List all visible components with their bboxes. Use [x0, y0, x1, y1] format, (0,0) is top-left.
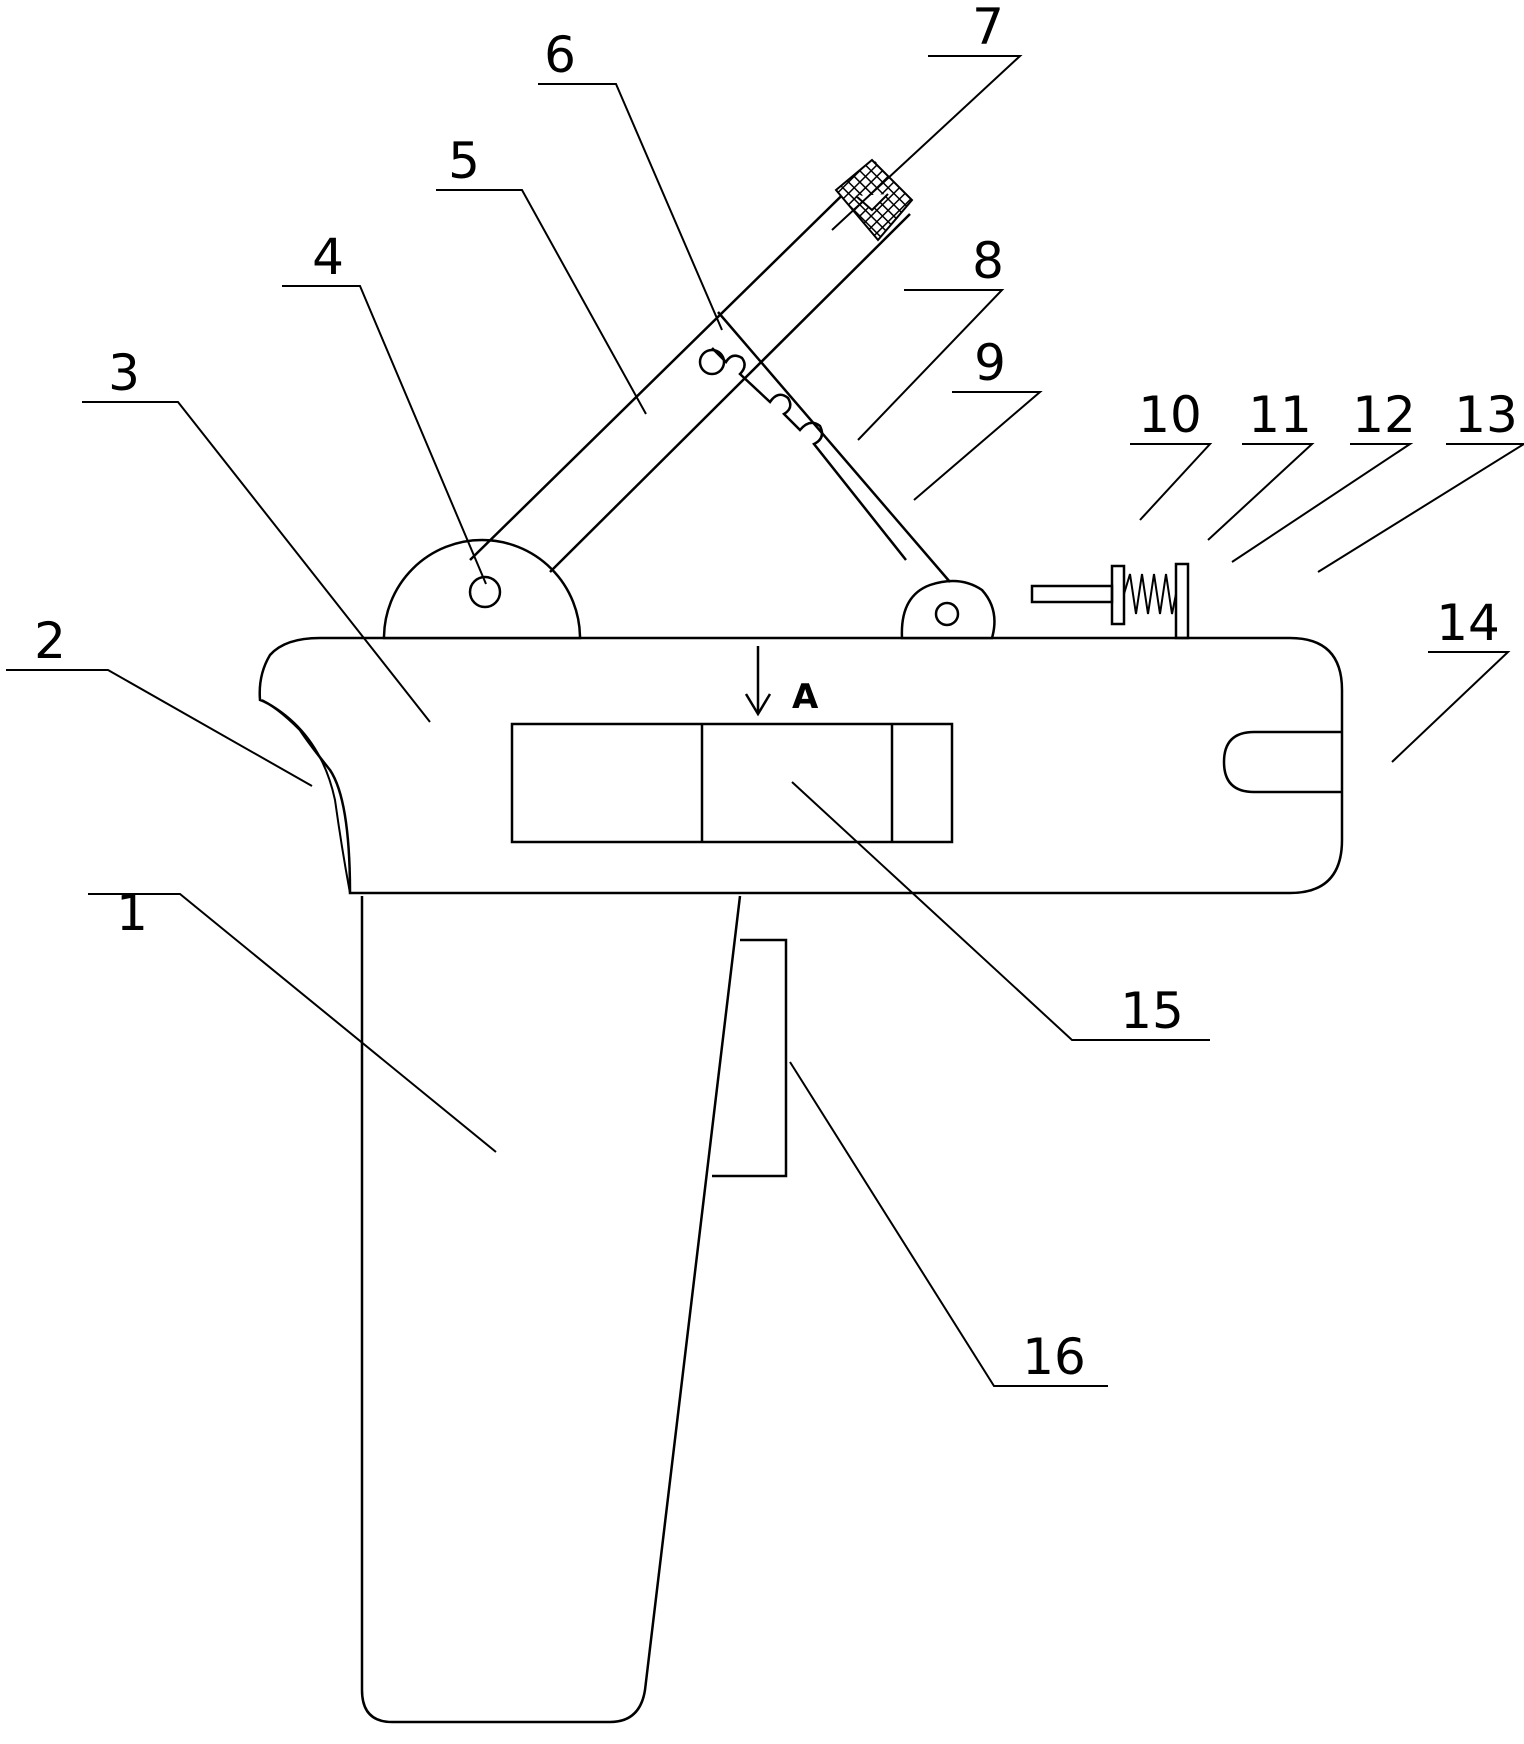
- label-13: 13: [1454, 386, 1518, 444]
- label-4: 4: [312, 228, 344, 286]
- arm-lower-edge: [549, 213, 911, 573]
- label-8: 8: [972, 232, 1004, 290]
- view-a-label: A: [792, 677, 819, 717]
- slot: [1222, 730, 1342, 794]
- pivot-disc-left: [382, 538, 582, 640]
- window-frame: [510, 722, 954, 844]
- rear-contour: [261, 699, 351, 894]
- label-2: 2: [34, 612, 66, 670]
- body-housing: [258, 636, 1344, 895]
- collar-plate: [1110, 564, 1126, 626]
- compression-spring: [1123, 573, 1177, 615]
- label-5: 5: [448, 132, 480, 190]
- label-1: 1: [116, 884, 148, 942]
- link-serrated-edge: [711, 347, 907, 561]
- label-7: 7: [972, 0, 1004, 56]
- hatched-block-notch: [855, 193, 889, 212]
- stop-post: [1174, 562, 1190, 640]
- trigger-block: [712, 938, 788, 1178]
- label-14: 14: [1436, 594, 1500, 652]
- label-15: 15: [1120, 982, 1184, 1040]
- link-upper-edge: [717, 311, 951, 583]
- leader-lines: [6, 55, 1524, 1387]
- pivot-pin-left: [468, 575, 502, 609]
- label-12: 12: [1352, 386, 1416, 444]
- pivot-disc-right: [900, 579, 996, 640]
- pivot-pin-right: [934, 601, 960, 627]
- label-16: 16: [1022, 1328, 1086, 1386]
- arrow-a-head: [744, 693, 772, 717]
- label-6: 6: [544, 26, 576, 84]
- label-11: 11: [1248, 386, 1312, 444]
- arm-upper-edge: [469, 161, 877, 561]
- plunger-rod: [1030, 584, 1114, 604]
- label-3: 3: [108, 344, 140, 402]
- label-9: 9: [974, 334, 1006, 392]
- label-10: 10: [1138, 386, 1202, 444]
- handle-grip: [360, 895, 742, 1724]
- pivot-pin-link: [698, 348, 726, 376]
